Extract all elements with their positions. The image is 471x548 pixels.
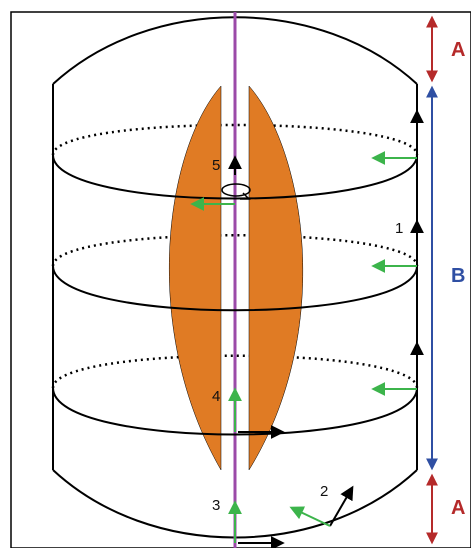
black-arrow-2 xyxy=(329,485,354,527)
dimension-a-bottom-label: A xyxy=(451,497,465,519)
rotation-arrow-icon xyxy=(240,192,251,200)
marker-1-label: 1 xyxy=(395,220,403,237)
marker-5-label: 5 xyxy=(212,157,220,174)
section-3-front xyxy=(52,387,418,436)
rotation-icon xyxy=(221,183,251,197)
figure-frame xyxy=(10,11,471,548)
section-1-back xyxy=(51,123,419,156)
impeller-right-blade xyxy=(248,85,303,471)
section-2-front xyxy=(52,265,418,312)
section-1-front xyxy=(52,154,418,200)
section-2-back xyxy=(51,234,419,267)
marker-2-label: 2 xyxy=(320,483,328,500)
section-3-back xyxy=(51,354,419,389)
impeller-left-blade xyxy=(169,85,222,471)
dimension-b-label: B xyxy=(451,265,465,287)
dimension-a-top-label: A xyxy=(451,39,465,61)
marker-4-label: 4 xyxy=(212,388,220,405)
green-arrow-2 xyxy=(289,506,331,527)
marker-3-label: 3 xyxy=(212,497,220,514)
